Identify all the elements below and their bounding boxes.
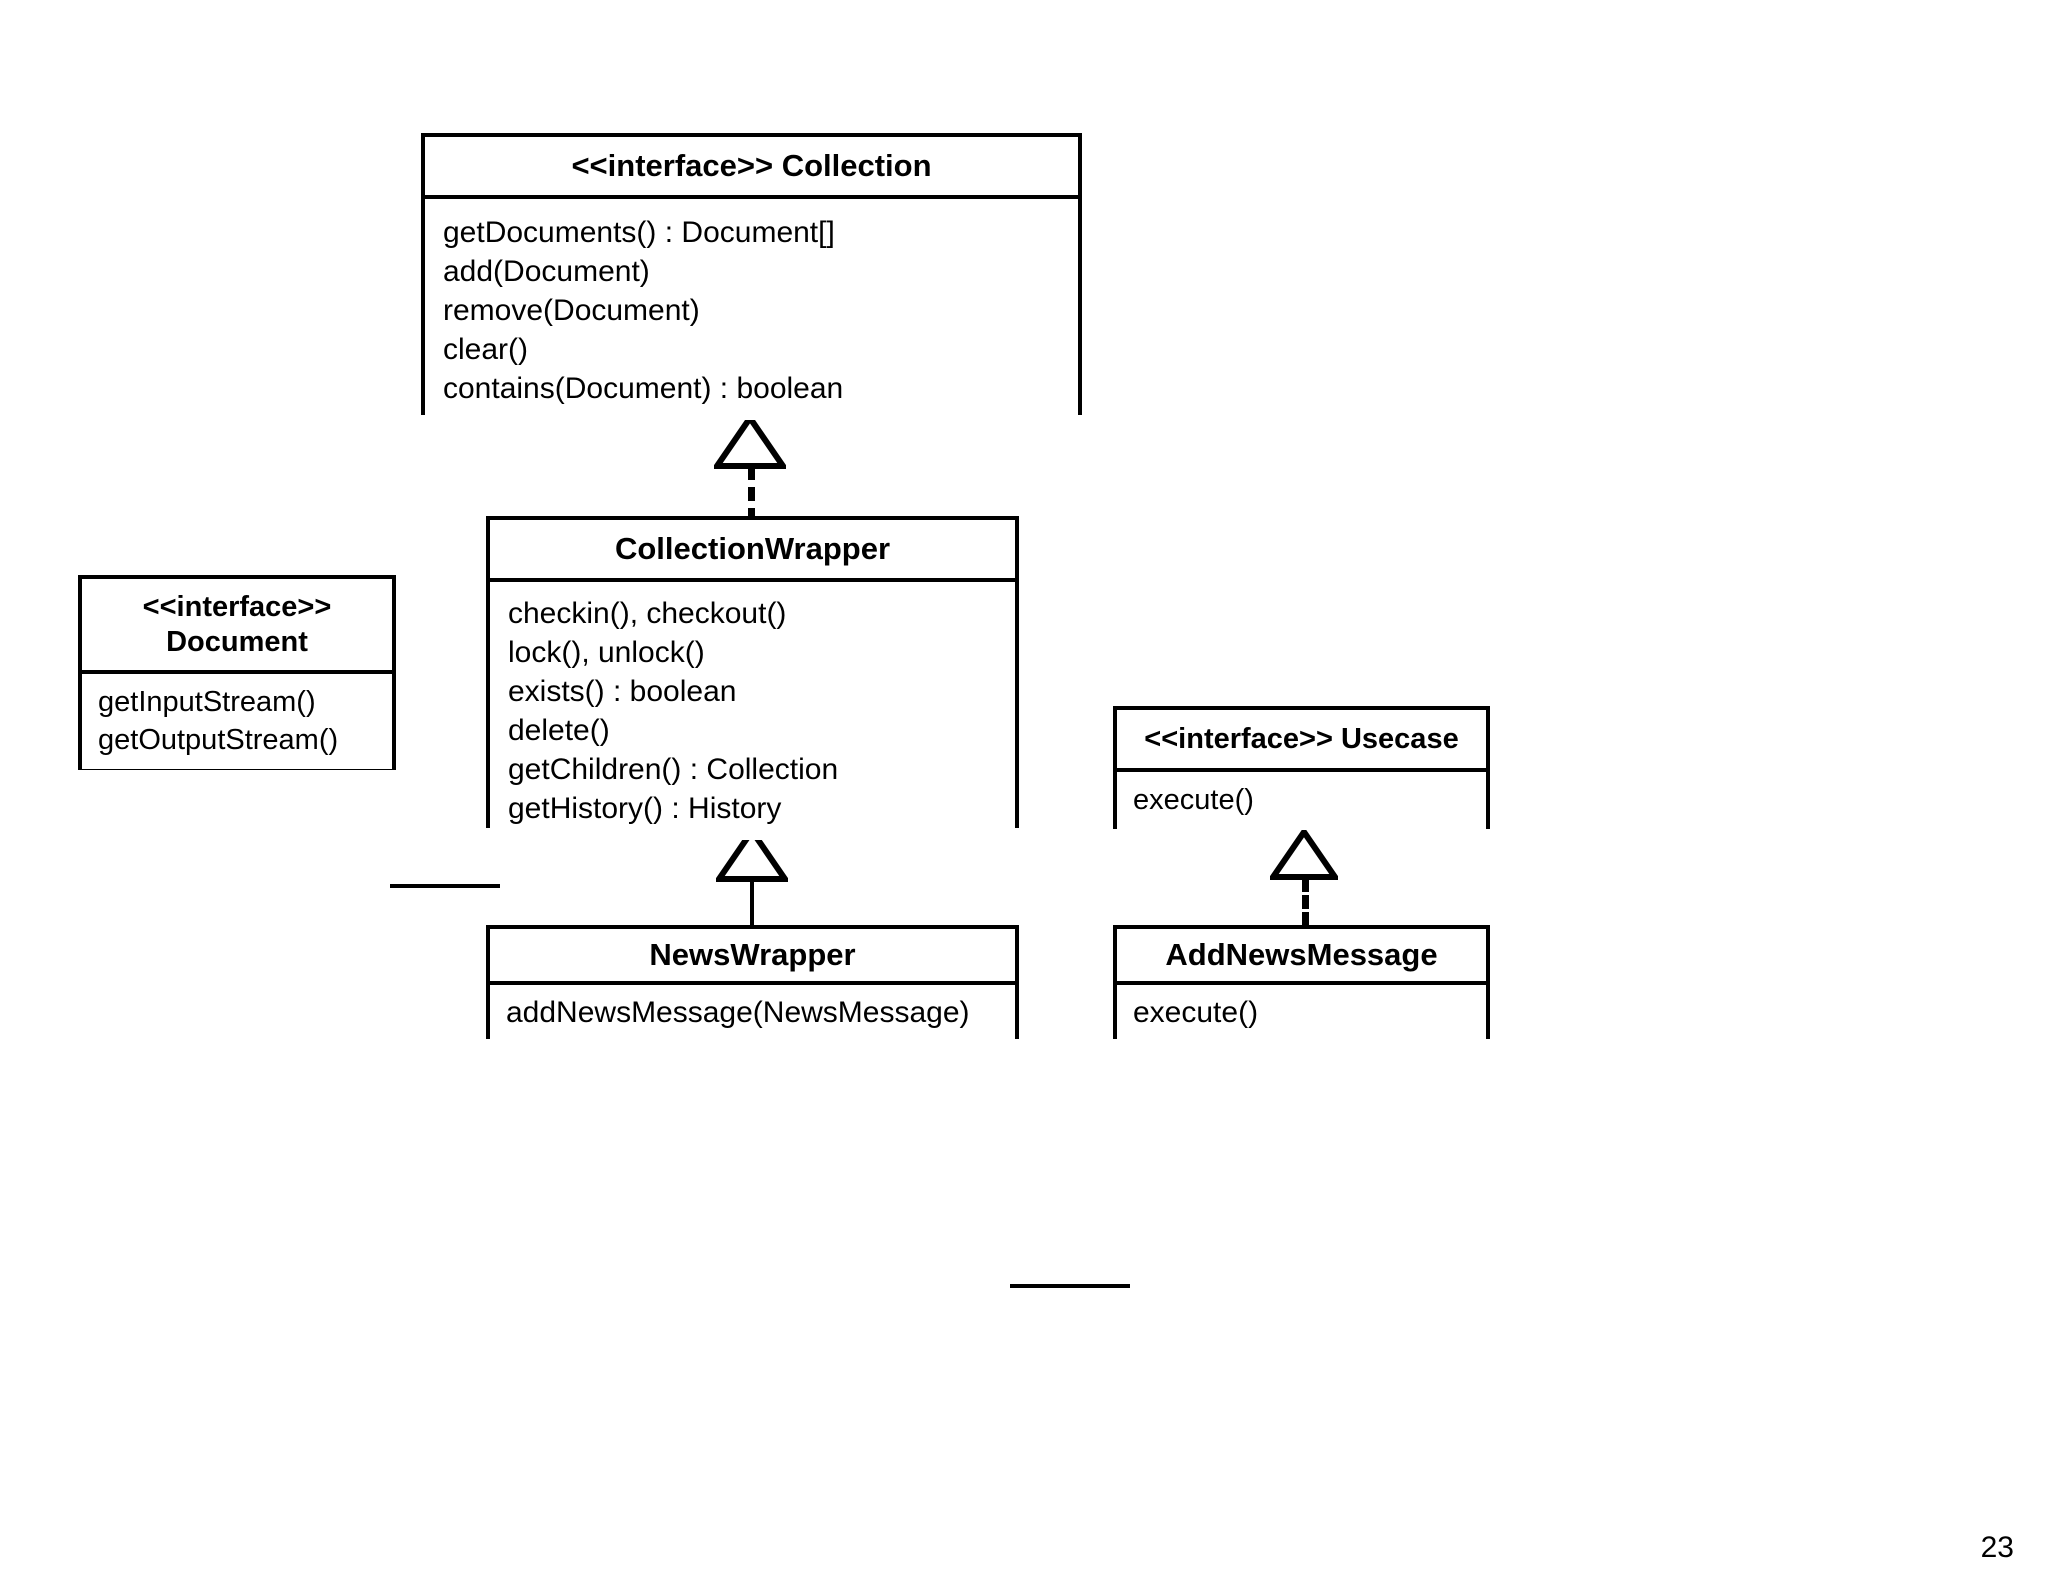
- class-member: contains(Document) : boolean: [443, 372, 844, 405]
- class-member: getInputStream(): [98, 686, 316, 718]
- class-members-collectionwrapper: checkin(), checkout() lock(), unlock() e…: [490, 582, 1015, 840]
- class-title-collectionwrapper: CollectionWrapper: [490, 520, 1015, 582]
- realization-arrowhead-collection: [714, 415, 786, 470]
- class-box-collection[interactable]: <<interface>> Collection getDocuments() …: [421, 133, 1082, 420]
- class-title-addnewsmessage: AddNewsMessage: [1117, 929, 1486, 985]
- class-member: checkin(), checkout(): [508, 597, 787, 630]
- class-member: getOutputStream(): [98, 723, 339, 756]
- association-newswrapper-addnewsmessage: [1010, 1284, 1130, 1288]
- class-member: addNewsMessage(NewsMessage): [506, 996, 970, 1029]
- class-member: getHistory() : History: [508, 792, 782, 825]
- class-member: getChildren() : Collection: [508, 753, 839, 786]
- class-title-document: <<interface>> Document: [82, 579, 392, 674]
- class-title-text-collection: <<interface>> Collection: [571, 147, 932, 183]
- class-box-collectionwrapper[interactable]: CollectionWrapper checkin(), checkout() …: [486, 516, 1019, 840]
- class-member: remove(Document): [443, 294, 700, 327]
- class-name-document: Document: [166, 625, 308, 658]
- class-member: execute(): [1133, 996, 1259, 1029]
- class-box-document[interactable]: <<interface>> Document getInputStream() …: [78, 575, 396, 770]
- class-title-collection: <<interface>> Collection: [425, 137, 1078, 199]
- association-document-collectionwrapper: [390, 884, 500, 888]
- class-members-document: getInputStream() getOutputStream(): [82, 674, 392, 770]
- class-members-collection: getDocuments() : Document[] add(Document…: [425, 199, 1078, 420]
- class-stereotype-document: <<interface>>: [142, 591, 332, 624]
- class-member: lock(), unlock(): [508, 636, 705, 669]
- class-member: delete(): [508, 714, 610, 747]
- class-title-text-usecase: <<interface>> Usecase: [1144, 722, 1459, 755]
- class-members-addnewsmessage: execute(): [1117, 985, 1486, 1040]
- class-title-text-newswrapper: NewsWrapper: [649, 936, 856, 972]
- class-member: clear(): [443, 333, 529, 366]
- class-title-text-collectionwrapper: CollectionWrapper: [614, 530, 891, 566]
- class-member: execute(): [1133, 784, 1254, 816]
- class-members-usecase: execute(): [1117, 772, 1486, 830]
- page-number: 23: [1980, 1531, 2014, 1564]
- class-title-newswrapper: NewsWrapper: [490, 929, 1015, 985]
- class-title-usecase: <<interface>> Usecase: [1117, 710, 1486, 772]
- realization-line-addnewsmessage-usecase: [1302, 878, 1309, 926]
- class-member: add(Document): [443, 255, 650, 288]
- class-member: getDocuments() : Document[]: [443, 216, 835, 249]
- class-box-usecase[interactable]: <<interface>> Usecase execute(): [1113, 706, 1490, 830]
- class-box-addnewsmessage[interactable]: AddNewsMessage execute(): [1113, 925, 1490, 1040]
- class-member: exists() : boolean: [508, 675, 737, 708]
- generalization-shaft-nw-cw: [750, 880, 754, 928]
- class-box-newswrapper[interactable]: NewsWrapper addNewsMessage(NewsMessage): [486, 925, 1019, 1040]
- realization-arrowhead-usecase: [1270, 829, 1338, 881]
- generalization-arrowhead-collectionwrapper: [716, 828, 788, 883]
- class-title-text-addnewsmessage: AddNewsMessage: [1165, 936, 1438, 972]
- class-members-newswrapper: addNewsMessage(NewsMessage): [490, 985, 1015, 1040]
- realization-line-collectionwrapper-collection: [748, 466, 755, 522]
